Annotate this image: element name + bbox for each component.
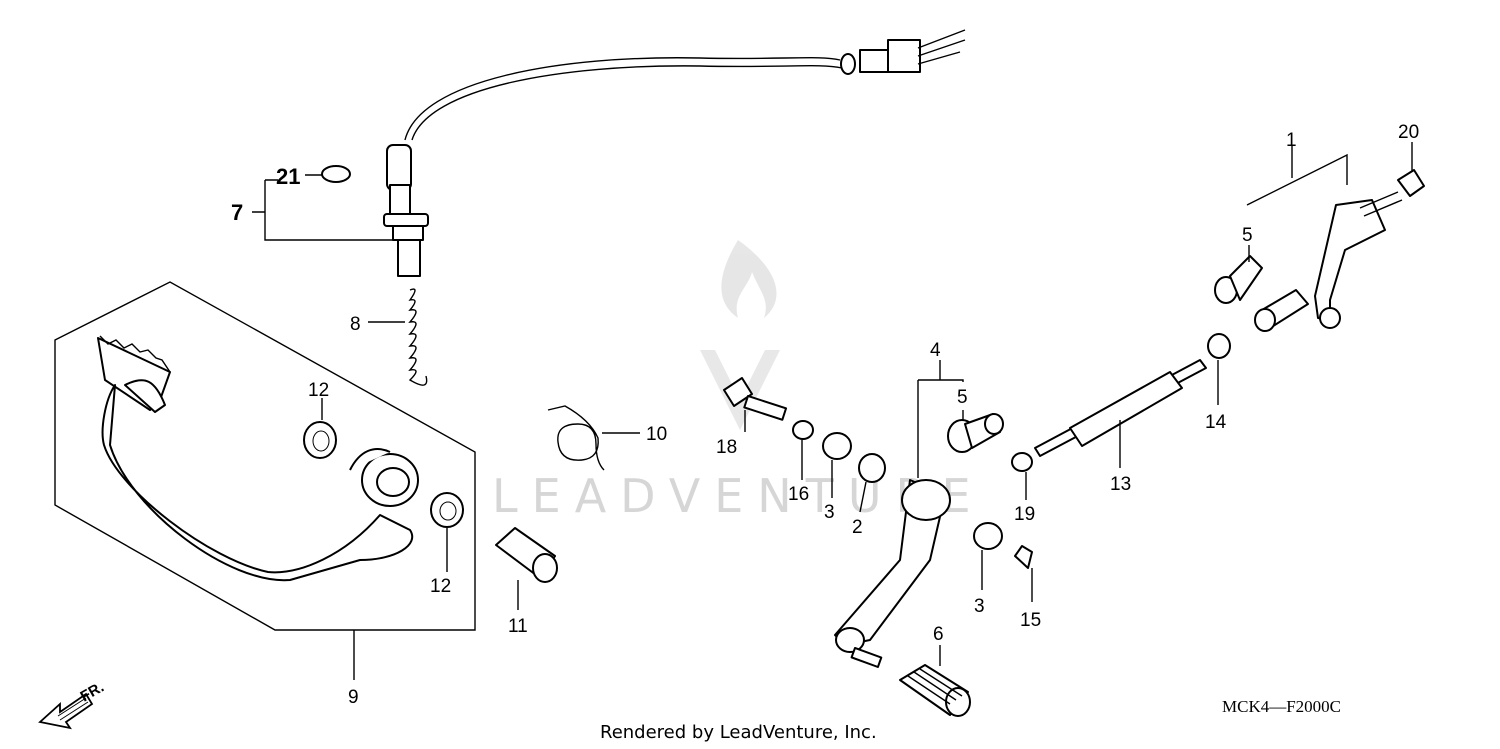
- callout-14: 14: [1205, 412, 1227, 433]
- callout-4: 4: [930, 340, 941, 361]
- return-spring-8: [408, 288, 428, 386]
- bolt-20: [1359, 169, 1425, 217]
- callout-3-upper: 3: [824, 502, 835, 523]
- washer-16: [792, 420, 814, 440]
- clip-21: [321, 165, 351, 183]
- bolt-18: [723, 377, 788, 421]
- diagram-code: MCK4—F2000C: [1222, 697, 1341, 716]
- joint-5-lower: [947, 413, 1004, 453]
- nut-15: [1014, 545, 1033, 569]
- callout-9: 9: [348, 687, 359, 708]
- callout-15: 15: [1020, 610, 1041, 631]
- pedal-assembly-outline: [54, 281, 476, 631]
- shift-pedal-4: [834, 479, 951, 668]
- joint-5-upper: [1214, 255, 1263, 304]
- callout-12-upper: 12: [308, 380, 329, 401]
- nut-19: [1011, 452, 1033, 472]
- callout-12-lower: 12: [430, 576, 451, 597]
- brake-switch-cable: [383, 29, 966, 277]
- shift-arm-1: [1254, 199, 1386, 332]
- bushing-12-lower: [430, 492, 464, 528]
- callout-5-upper: 5: [1242, 225, 1253, 246]
- watermark-logo: [700, 240, 780, 430]
- nut-14: [1207, 333, 1231, 359]
- callout-7: 7: [231, 200, 243, 225]
- watermark-text: LEADVENTURE: [492, 469, 985, 523]
- credit-text: Rendered by LeadVenture, Inc.: [600, 722, 877, 743]
- tie-rod-13: [1034, 359, 1207, 457]
- bushing-12-upper: [303, 421, 337, 459]
- callout-16: 16: [788, 484, 809, 505]
- callout-20: 20: [1398, 122, 1419, 143]
- callout-6: 6: [933, 624, 944, 645]
- bearing-3-lower: [973, 522, 1003, 550]
- rubber-6: [899, 664, 971, 717]
- collar-2: [858, 453, 886, 483]
- callout-21: 21: [276, 164, 300, 189]
- callout-1: 1: [1286, 130, 1297, 151]
- leader-lines: [252, 142, 1413, 680]
- front-arrow-icon: [38, 692, 94, 730]
- callout-13: 13: [1110, 474, 1131, 495]
- callout-19: 19: [1014, 504, 1035, 525]
- callout-10: 10: [646, 424, 667, 445]
- bearing-3-upper: [822, 432, 852, 460]
- callout-3-lower: 3: [974, 596, 985, 617]
- callout-8: 8: [350, 314, 361, 335]
- callout-2: 2: [852, 517, 863, 538]
- callout-11: 11: [508, 616, 528, 637]
- callout-5-lower: 5: [957, 387, 968, 408]
- brake-pedal: [97, 335, 419, 582]
- callout-18: 18: [716, 437, 737, 458]
- return-spring-10: [547, 405, 605, 471]
